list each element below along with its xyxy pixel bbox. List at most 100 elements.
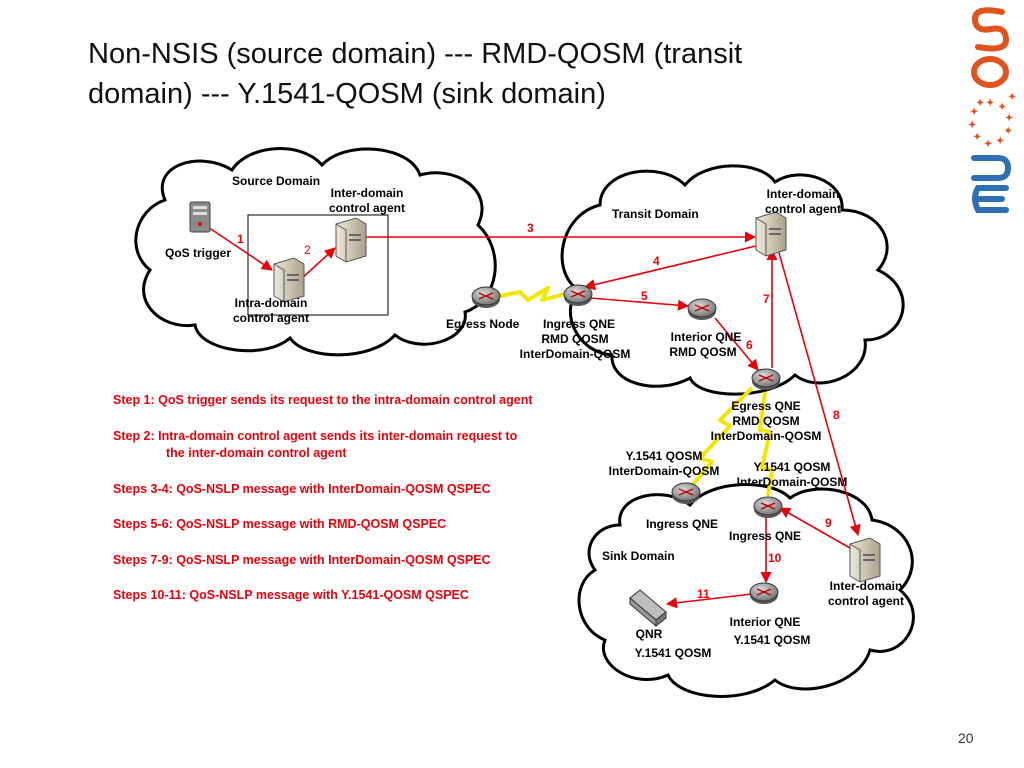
step-text-3: Steps 3-4: QoS-NSLP message with InterDo… (113, 481, 491, 496)
qnr-label-1: QNR (636, 627, 663, 641)
svg-text:✦: ✦ (1005, 113, 1013, 124)
logo-letter-s (972, 7, 1010, 52)
step-text-1: Step 1: QoS trigger sends its request to… (113, 393, 533, 407)
step-text-5: Steps 7-9: QoS-NSLP message with InterDo… (113, 552, 491, 567)
svg-text:✦: ✦ (996, 136, 1004, 147)
link-right-label-1: Y.1541 QOSM (754, 460, 831, 474)
transit-interior-label-2: RMD QOSM (669, 345, 736, 359)
title-line-1: Non-NSIS (source domain) --- RMD-QOSM (t… (88, 38, 743, 70)
arrow-step-8 (775, 241, 861, 537)
qnr-label-2: Y.1541 QOSM (635, 646, 712, 660)
euqos-logo: ✦✦✦ ✦✦✦ ✦✦✦ ✦✦ (968, 7, 1016, 213)
step-number-10: 10 (768, 551, 782, 565)
arrow-step-11 (665, 593, 753, 609)
sink-ingress-b-label: Ingress QNE (729, 529, 801, 543)
step-number-3: 3 (527, 221, 534, 235)
step-number-1: 1 (237, 232, 244, 246)
step-number-6: 6 (746, 338, 753, 352)
router-egress-node (471, 286, 501, 308)
arrow-step-5 (589, 297, 690, 311)
step-text-4: Steps 5-6: QoS-NSLP message with RMD-QOS… (113, 517, 447, 531)
transit-inter-agent-label-1: Inter-domain (767, 187, 840, 201)
transit-egress-label-2: RMD QOSM (732, 414, 799, 428)
router-sink-ingress-a (671, 482, 701, 504)
step-text-2-line-1: Step 2: Intra-domain control agent sends… (113, 428, 518, 443)
router-sink-ingress-b (753, 496, 783, 518)
svg-text:✦: ✦ (998, 102, 1006, 113)
transit-ingress-label-2: RMD QOSM (541, 332, 608, 346)
svg-text:✦: ✦ (970, 107, 978, 118)
svg-text:✦: ✦ (968, 120, 976, 131)
qos-trigger-label: QoS trigger (165, 246, 231, 260)
link-transit-sink-left (688, 386, 754, 490)
arrow-step-2 (299, 247, 336, 281)
sink-interior-label-2: Y.1541 QOSM (734, 633, 811, 647)
transit-ingress-label-3: InterDomain-QOSM (520, 347, 631, 361)
router-transit-interior (687, 298, 717, 320)
logo-letter-o (971, 56, 1009, 88)
svg-text:✦: ✦ (986, 98, 994, 109)
step-text-2-line-2: the inter-domain control agent (166, 446, 347, 460)
server-intra-domain-agent (273, 257, 305, 303)
source-inter-agent-label-1: Inter-domain (331, 186, 404, 200)
step-text-6: Steps 10-11: QoS-NSLP message with Y.154… (113, 588, 469, 602)
server-qos-trigger (189, 201, 211, 233)
sink-inter-agent-label-2: control agent (828, 594, 904, 608)
logo-star-ring: ✦✦✦ ✦✦✦ ✦✦✦ ✦✦ (968, 92, 1016, 150)
logo-letter-e (972, 185, 1009, 213)
link-right-label-2: InterDomain-QOSM (737, 475, 848, 489)
page-number: 20 (958, 730, 974, 746)
arrow-step-9 (779, 507, 851, 549)
transit-egress-label-1: Egress QNE (731, 399, 800, 413)
link-left-label-2: InterDomain-QOSM (609, 464, 720, 478)
transit-interior-label-1: Interior QNE (671, 330, 742, 344)
transit-ingress-label-1: Ingress QNE (543, 317, 615, 331)
step-number-8: 8 (833, 408, 840, 422)
svg-text:✦: ✦ (1004, 126, 1012, 137)
step-number-11: 11 (697, 587, 710, 601)
qnr-device (629, 589, 667, 628)
server-source-inter-domain-agent (335, 217, 367, 263)
svg-text:✦: ✦ (973, 132, 981, 143)
server-transit-inter-domain-agent (755, 211, 787, 257)
intra-agent-label-2: control agent (233, 311, 309, 325)
step-number-4: 4 (653, 254, 660, 268)
sink-interior-label-1: Interior QNE (730, 615, 801, 629)
arrow-step-6 (714, 317, 759, 371)
step-number-7: 7 (763, 292, 770, 306)
intra-agent-label-1: Intra-domain (235, 296, 308, 310)
step-number-5: 5 (641, 289, 648, 303)
sink-domain-cloud (577, 482, 915, 698)
egress-node-label: Egress Node (446, 317, 520, 331)
title-line-2: domain) --- Y.1541-QOSM (sink domain) (88, 78, 606, 110)
server-sink-inter-domain-agent (849, 537, 881, 583)
sink-inter-agent-label-1: Inter-domain (830, 579, 903, 593)
source-domain-cloud (134, 147, 497, 357)
step-text-2: Step 2: Intra-domain control agent sends… (113, 428, 633, 463)
step-number-9: 9 (825, 516, 832, 530)
arrow-step-1 (204, 224, 273, 271)
router-sink-interior (749, 582, 779, 604)
source-domain-label: Source Domain (232, 174, 320, 188)
svg-text:✦: ✦ (976, 98, 984, 109)
step-number-2: 2 (304, 243, 311, 257)
step-descriptions: Step 1: QoS trigger sends its request to… (113, 392, 633, 623)
transit-domain-cloud (560, 164, 905, 396)
svg-text:✦: ✦ (984, 139, 992, 150)
sink-domain-label: Sink Domain (602, 549, 675, 563)
source-inter-agent-label-2: control agent (329, 201, 405, 215)
source-agent-box (247, 214, 389, 316)
svg-text:✦: ✦ (1008, 92, 1016, 103)
transit-domain-label: Transit Domain (612, 207, 699, 221)
transit-inter-agent-label-2: control agent (765, 202, 841, 216)
router-transit-ingress (563, 284, 593, 306)
router-transit-egress (751, 368, 781, 390)
sink-ingress-a-label: Ingress QNE (646, 517, 718, 531)
link-transit-sink-right (758, 391, 774, 497)
logo-letter-u (971, 155, 1012, 181)
arrow-step-4 (583, 244, 761, 291)
link-source-transit (499, 286, 566, 302)
transit-egress-label-3: InterDomain-QOSM (711, 429, 822, 443)
